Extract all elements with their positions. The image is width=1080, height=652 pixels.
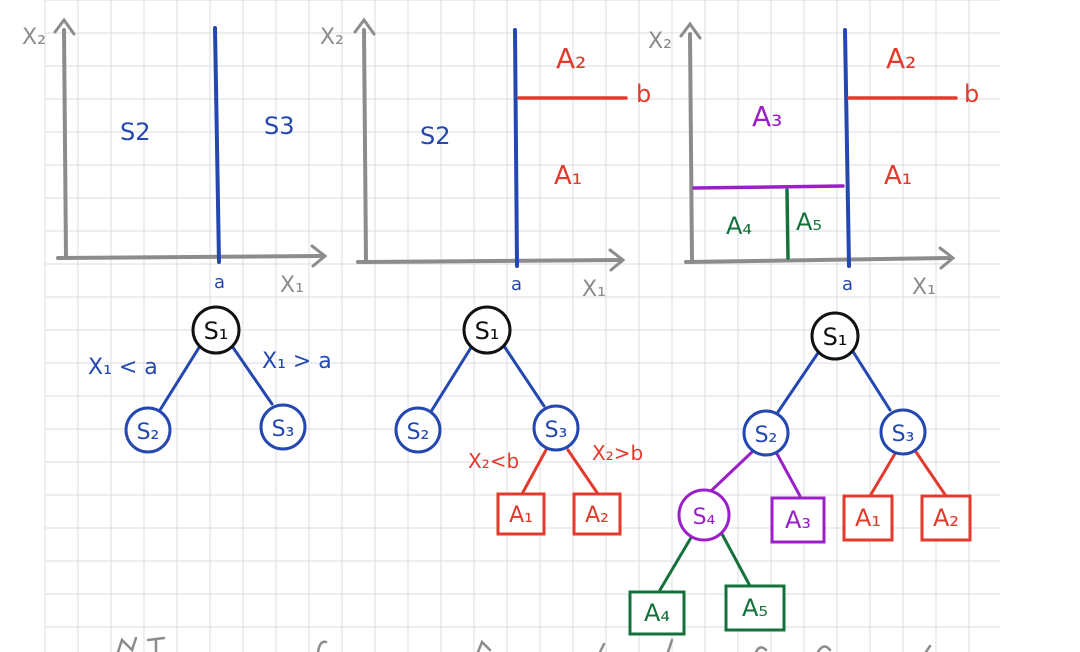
tree-2-leaf-a2: A₂ — [585, 503, 609, 528]
tree-3-edge-a2 — [914, 450, 948, 498]
tree-2-leaf-a1-box — [496, 492, 546, 536]
tree-3-leaf-a2: A₂ — [933, 504, 959, 532]
panel-2-x-axis — [356, 258, 622, 264]
panel-1-y-arrow — [53, 17, 76, 36]
tree-3-leaf-a1-box — [842, 494, 894, 542]
tree-2-edge-left — [430, 344, 474, 412]
panel-3-h-split-left — [692, 184, 845, 190]
panel-2-split-line — [513, 28, 519, 268]
tree-3: S₁ S₂ S₃ S₄ A₃ A₁ A₂ A₄ A₅ — [628, 311, 972, 636]
tree-2-edge-a2 — [566, 448, 600, 496]
panel-1-split-tick-label: a — [214, 272, 225, 293]
panel-3-x-label: X₁ — [912, 275, 936, 300]
tree-1-left-label: S₂ — [137, 420, 160, 445]
panel-2-h-tick-label: b — [636, 80, 651, 108]
tree-3-leaf-a5-box — [724, 584, 786, 632]
tree-2-leaf-a2-box — [572, 492, 622, 536]
panel-3-region-a4: A₄ — [726, 212, 752, 240]
panel-3-y-arrow — [679, 21, 702, 40]
panel-3-y-axis — [688, 32, 694, 264]
panel-1-y-axis — [62, 28, 68, 260]
cut-off-handwriting-strokes — [116, 636, 932, 652]
tree-2-root-label: S₁ — [475, 317, 500, 345]
tree-3-leaf-a4-box — [628, 590, 686, 636]
tree-1: S₁ S₂ S₃ X₁ < a X₁ > a — [88, 305, 332, 454]
panel-3-split-line — [843, 28, 851, 268]
tree-2-edge-right — [502, 344, 546, 408]
tree-3-edge-a5 — [720, 532, 752, 588]
tree-3-s2-label: S₂ — [755, 423, 778, 448]
panel-2-region-a1: A₁ — [554, 161, 582, 191]
tree-3-leaf-a2-box — [920, 494, 972, 542]
panel-2-y-axis — [362, 28, 368, 264]
tree-2-left-node — [394, 406, 442, 454]
tree-2-left-edge-label: X₂<b — [468, 449, 519, 473]
tree-3-edge-s4 — [710, 450, 754, 492]
tree-3-edge-s3 — [850, 348, 892, 412]
tree-2-leaf-a1: A₁ — [509, 503, 533, 528]
panel-3-split-tick-label: a — [842, 274, 853, 295]
tree-1-right-edge-label: X₁ > a — [262, 349, 332, 374]
tree-2-left-label: S₂ — [407, 420, 430, 445]
tree-3-leaf-a4: A₄ — [644, 599, 670, 627]
panel-1-x-arrow — [310, 244, 328, 268]
tree-3-s4-label: S₄ — [693, 505, 716, 530]
tree-3-edge-a3 — [774, 450, 802, 498]
tree-3-leaf-a5: A₅ — [742, 594, 768, 622]
tree-1-right-node — [259, 403, 307, 451]
panel-3-region-a2: A₂ — [886, 42, 916, 75]
tree-1-left-edge-label: X₁ < a — [88, 355, 158, 380]
panel-1-x-label: X₁ — [280, 273, 304, 298]
tree-3-s3-node — [879, 408, 927, 456]
tree-1-right-label: S₃ — [272, 417, 295, 442]
panel-2-x-label: X₁ — [582, 277, 606, 302]
panel-2-region-a2: A₂ — [556, 42, 586, 75]
tree-2-right-label: S₃ — [545, 418, 568, 443]
panel-3-h-tick-label: b — [964, 80, 979, 108]
tree-3-leaf-a3-box — [770, 496, 826, 544]
panel-3-y-label: X₂ — [648, 29, 672, 54]
panel-1-feature-space: X₂ X₁ a S2 S3 — [22, 17, 328, 298]
panel-2-x-arrow — [608, 248, 626, 272]
tree-1-root-node — [191, 305, 241, 355]
panel-2-y-label: X₂ — [320, 25, 344, 50]
panel-1-y-label: X₂ — [22, 25, 46, 50]
panel-3-region-a5: A₅ — [796, 208, 822, 236]
tree-3-s3-label: S₃ — [892, 422, 915, 447]
tree-3-leaf-a3: A₃ — [785, 506, 811, 534]
tree-3-root-label: S₁ — [823, 323, 848, 351]
panel-1-region-s2: S2 — [120, 118, 151, 146]
panel-3-v-split-left — [785, 188, 790, 260]
panel-3-feature-space: X₂ X₁ a b A₃ A₄ A₅ A₂ A₁ — [648, 21, 979, 300]
panel-1-region-s3: S3 — [264, 112, 295, 140]
tree-1-edge-right — [230, 344, 274, 406]
tree-2-root-node — [462, 305, 512, 355]
panel-2-feature-space: X₂ X₁ a b S2 A₂ A₁ — [320, 17, 651, 302]
tree-2-right-edge-label: X₂>b — [592, 441, 643, 465]
tree-3-edge-s2 — [776, 348, 822, 414]
tree-1-edge-left — [158, 344, 202, 412]
tree-2-right-node — [532, 404, 580, 452]
panel-3-x-axis — [684, 256, 952, 264]
tree-3-root-node — [810, 311, 860, 361]
panel-2-region-s2: S2 — [420, 122, 451, 150]
panel-3-region-a3: A₃ — [752, 100, 782, 133]
tree-1-root-label: S₁ — [204, 317, 229, 345]
panel-3-region-a1: A₁ — [884, 161, 912, 191]
panel-1-split-line — [213, 26, 221, 264]
panel-2-y-arrow — [353, 17, 376, 36]
tree-2: S₁ S₂ S₃ X₂<b X₂>b A₁ A₂ — [394, 305, 643, 536]
tree-2-edge-a1 — [520, 448, 548, 496]
tree-3-edge-a4 — [658, 534, 694, 592]
tree-1-left-node — [124, 406, 172, 454]
panel-2-split-tick-label: a — [511, 274, 522, 295]
tree-3-edge-a1 — [868, 450, 898, 498]
tree-3-s2-node — [742, 409, 790, 457]
panel-1-x-axis — [56, 254, 324, 260]
panel-3-x-arrow — [938, 246, 956, 270]
tree-3-leaf-a1: A₁ — [855, 504, 881, 532]
tree-3-s4-node — [677, 488, 731, 542]
